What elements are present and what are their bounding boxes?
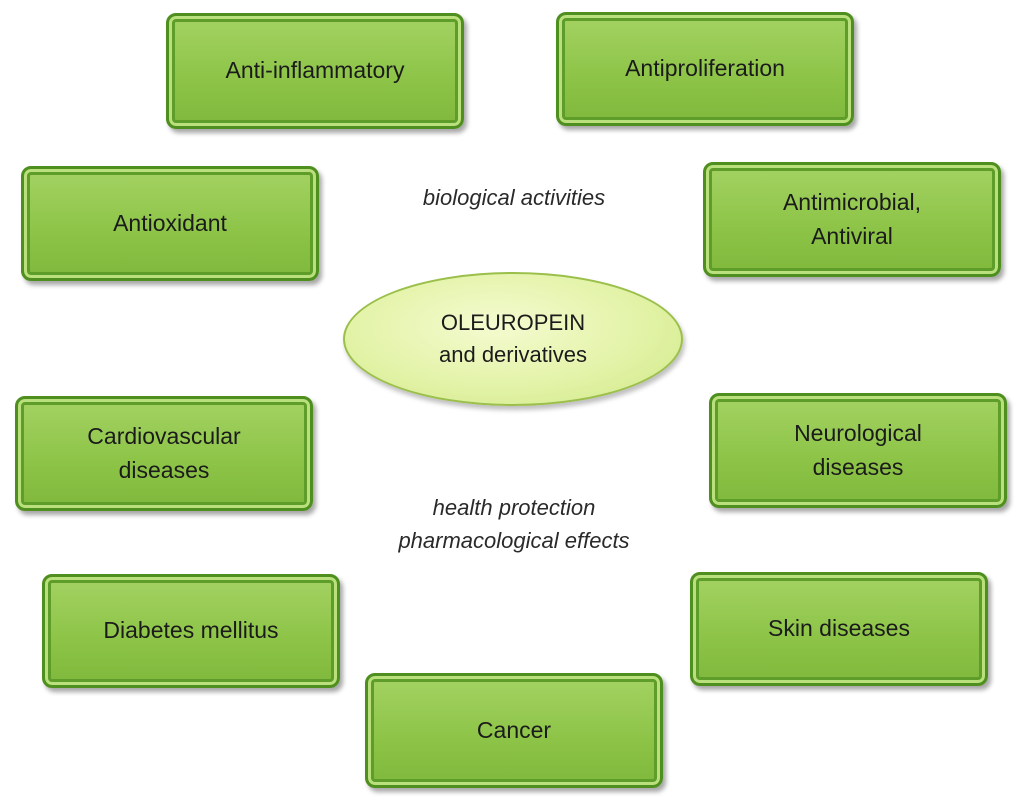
caption-health-protection: health protection pharmacological effect… [398,495,630,553]
box-skin-diseases-label: Skin diseases [768,615,910,642]
center-oleuropein-label: OLEUROPEIN and derivatives [439,310,587,367]
box-antioxidant-label: Antioxidant [113,209,227,236]
box-antimicrobial-antiviral-label: Antimicrobial, Antiviral [782,189,922,249]
box-antiproliferation: Antiproliferation [556,12,854,126]
box-cancer-label: Cancer [476,716,552,743]
box-cardiovascular-diseases-label: Cardiovascular diseases [87,423,241,483]
box-neurological-diseases-label: Neurological diseases [794,420,922,480]
box-cardiovascular-diseases: Cardiovascular diseases [15,396,313,511]
caption-biological-activities: biological activities [422,185,606,210]
box-antioxidant: Antioxidant [21,166,319,281]
box-anti-inflammatory-label: Anti-inflammatory [225,57,405,84]
box-antiproliferation-label: Antiproliferation [625,55,785,82]
center-oleuropein-ellipse: OLEUROPEIN and derivatives [343,272,683,406]
box-cancer: Cancer [365,673,663,788]
box-diabetes-mellitus-label: Diabetes mellitus [103,617,279,644]
box-skin-diseases: Skin diseases [690,572,988,686]
box-anti-inflammatory: Anti-inflammatory [166,13,464,129]
box-antimicrobial-antiviral: Antimicrobial, Antiviral [703,162,1001,277]
box-neurological-diseases: Neurological diseases [709,393,1007,508]
box-diabetes-mellitus: Diabetes mellitus [42,574,340,688]
